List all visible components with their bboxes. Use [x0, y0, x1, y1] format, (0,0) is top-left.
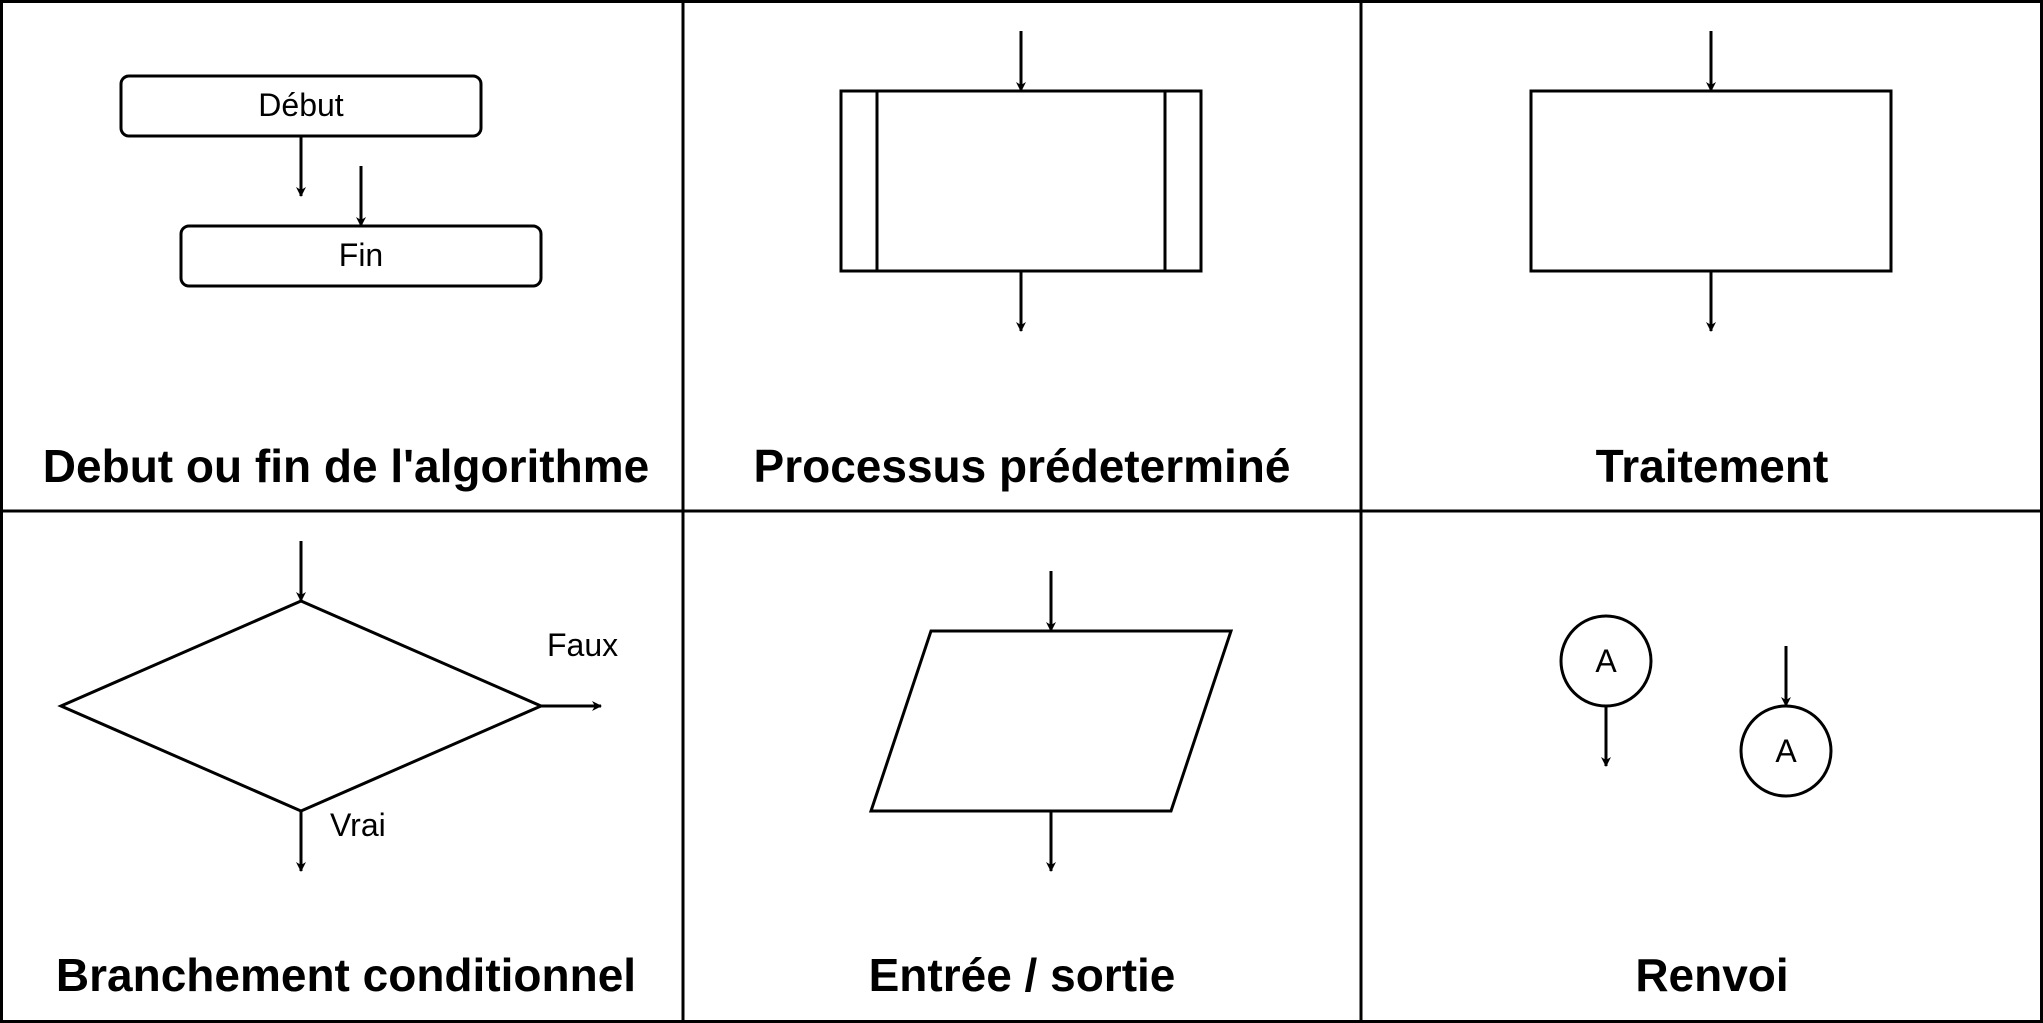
end-terminal-label: Fin — [339, 237, 383, 273]
cell-title-debut-fin: Debut ou fin de l'algorithme — [43, 440, 649, 492]
cell-title-processus: Processus prédeterminé — [754, 440, 1291, 492]
out-connector-label: A — [1595, 643, 1617, 679]
cell-branchement: Faux Vrai Branchement conditionnel — [56, 541, 636, 1001]
in-connector-label: A — [1775, 733, 1797, 769]
decision-diamond-shape — [57, 599, 545, 813]
cell-debut-fin: Début Fin Debut ou fin de l'algorithme — [43, 74, 649, 492]
decision-false-label: Faux — [547, 627, 618, 663]
cell-title-renvoi: Renvoi — [1635, 949, 1788, 1001]
cell-title-traitement: Traitement — [1596, 440, 1829, 492]
treatment-shape — [1529, 89, 1893, 273]
decision-true-label: Vrai — [330, 807, 386, 843]
cell-title-branchement: Branchement conditionnel — [56, 949, 636, 1001]
start-terminal-label: Début — [258, 87, 344, 123]
cell-traitement: Traitement — [1529, 31, 1893, 492]
cell-renvoi: A A Renvoi — [1559, 614, 1833, 1001]
cell-processus: Processus prédeterminé — [754, 31, 1291, 492]
in-connector-circle — [1739, 704, 1833, 798]
io-parallelogram-shape — [868, 629, 1234, 813]
cell-title-entree-sortie: Entrée / sortie — [869, 949, 1176, 1001]
predefined-process-shape — [839, 89, 1203, 273]
cell-entree-sortie: Entrée / sortie — [868, 571, 1234, 1001]
end-terminal-shape — [179, 224, 543, 288]
